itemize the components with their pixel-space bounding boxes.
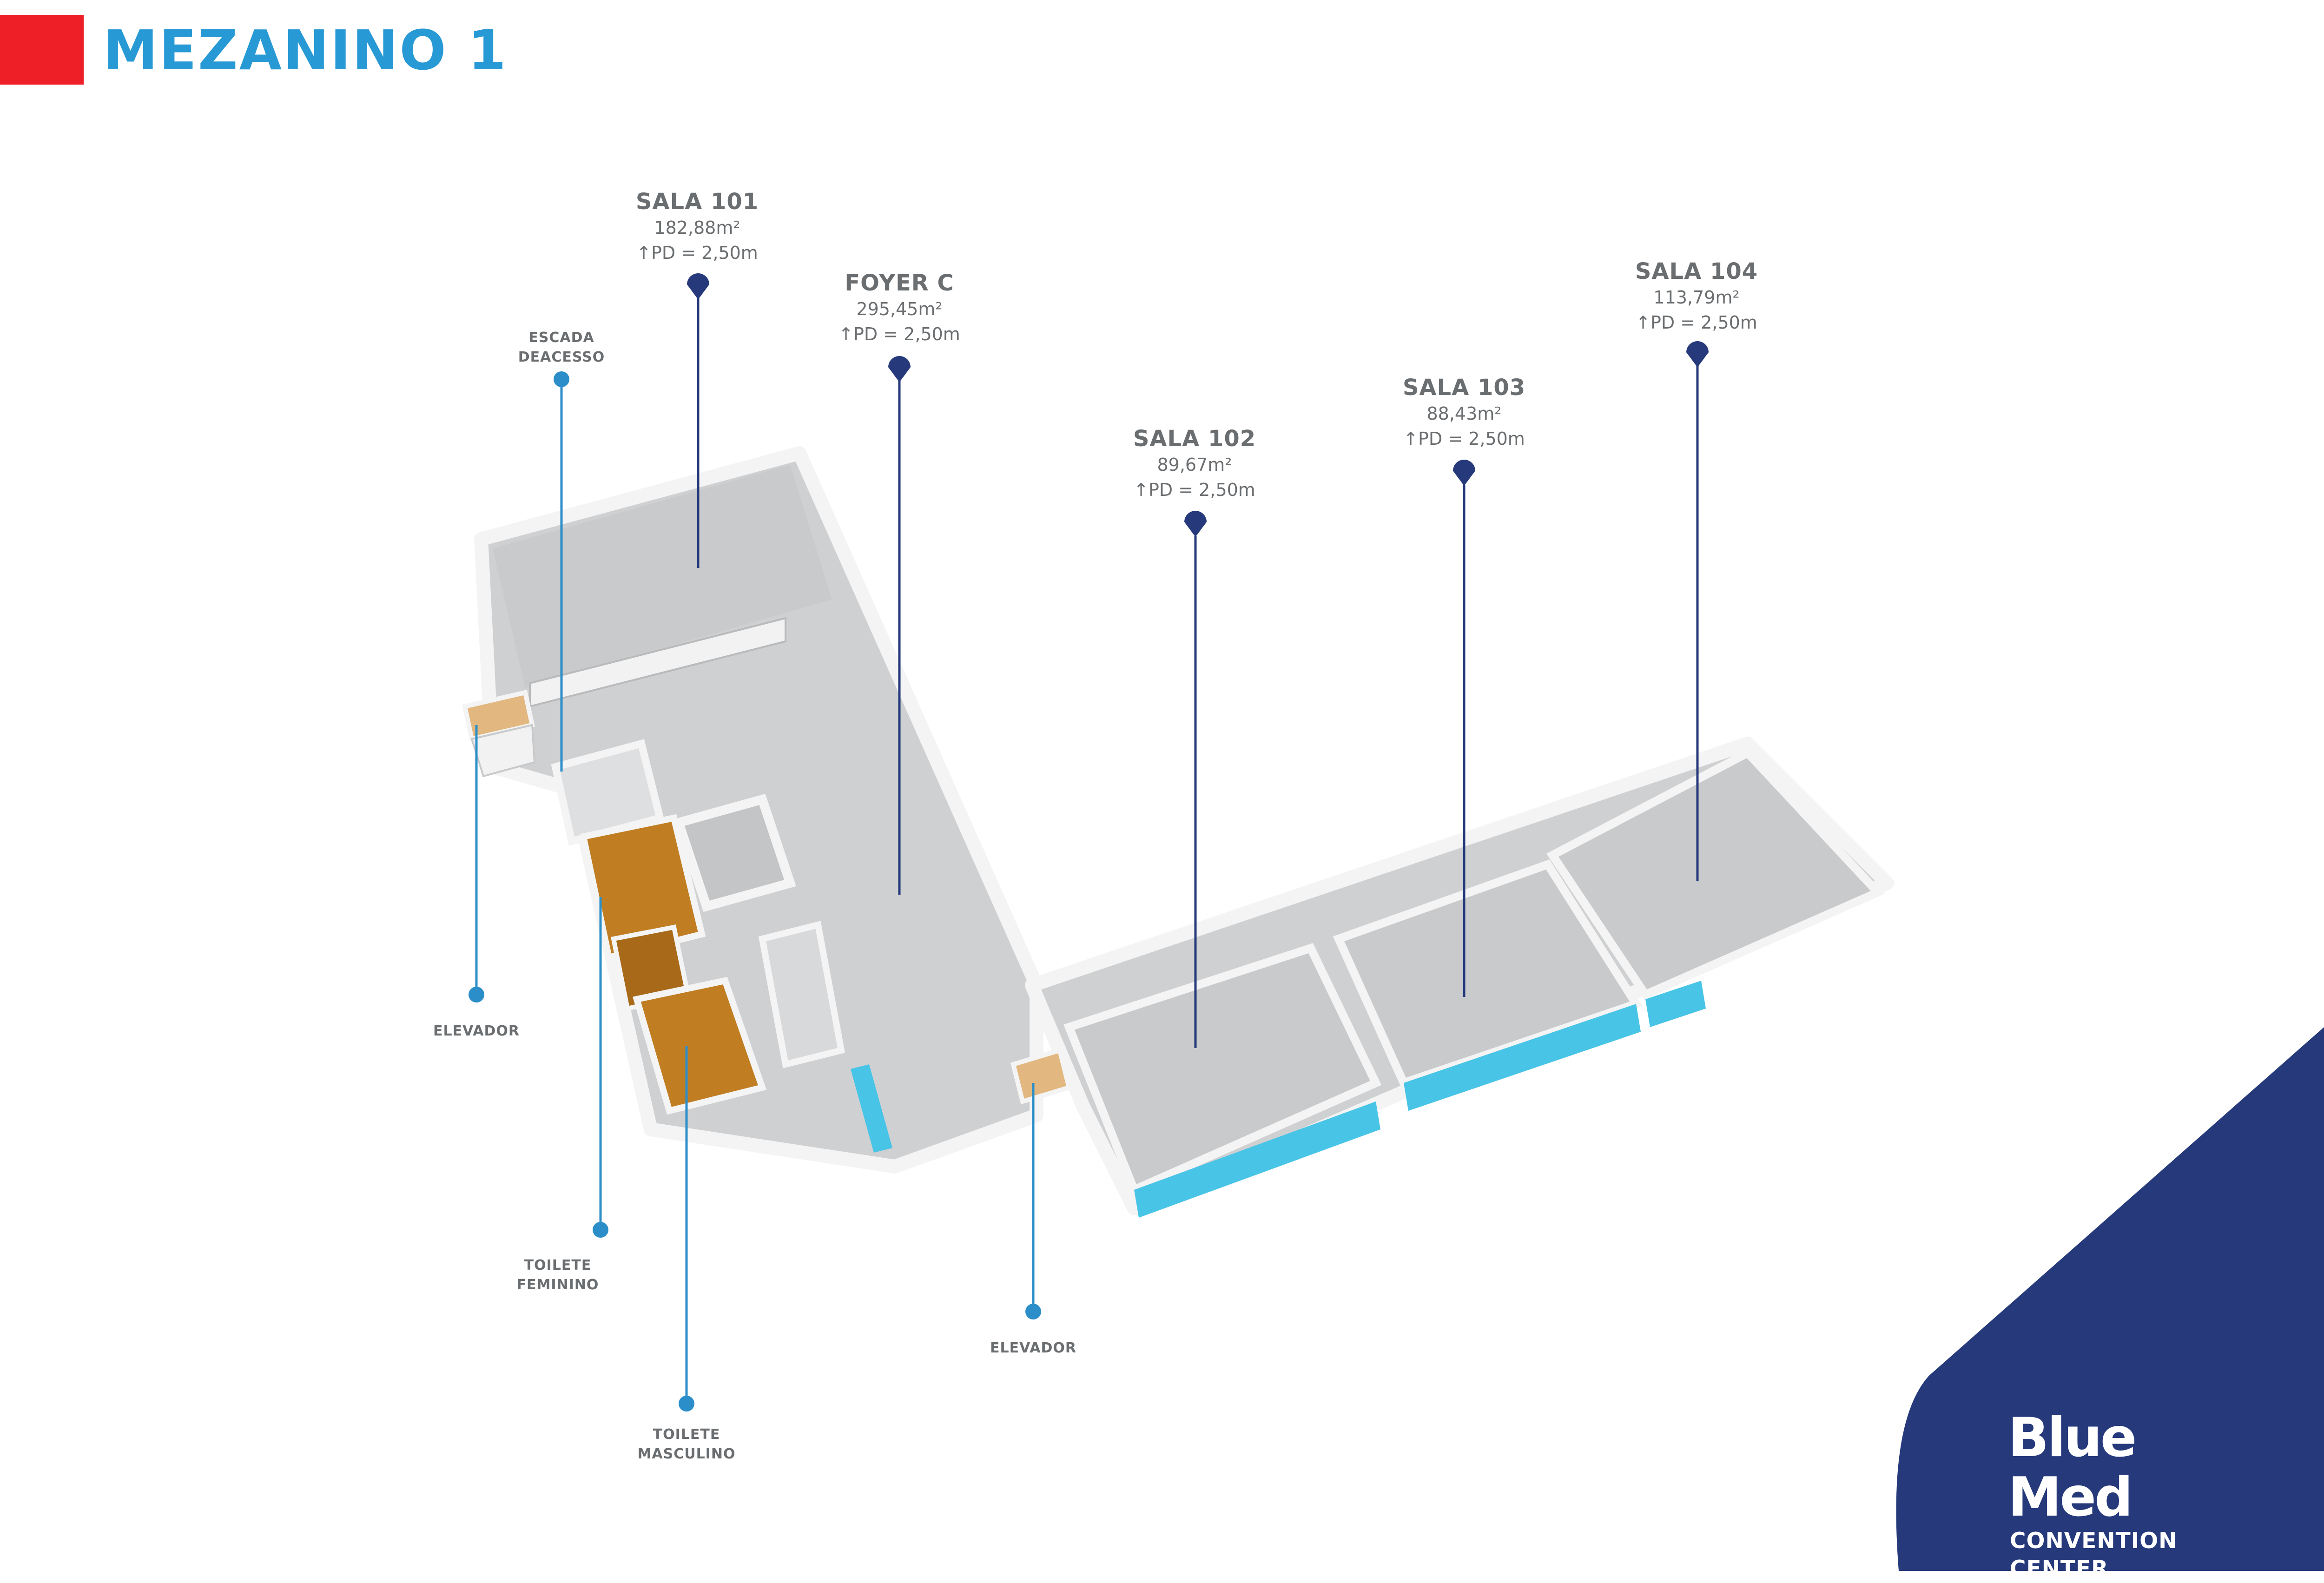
title-accent-bar (0, 15, 84, 85)
page-title: MEZANINO 1 (103, 18, 508, 82)
sala-101-area (493, 465, 832, 688)
label-elevador-left: ELEVADOR (383, 1022, 569, 1041)
marker-dot-toilete-masculino (679, 1396, 694, 1412)
label-line: FEMININO (516, 1277, 599, 1293)
label-line: ESCADA (528, 330, 594, 346)
room-height: ↑PD = 2,50m (838, 324, 960, 344)
room-area: 88,43m² (1426, 403, 1502, 424)
elevator-left-base (470, 724, 536, 778)
brand-corner-shape (1896, 1027, 2324, 1571)
label-toilete-feminino: TOILETE FEMININO (465, 1256, 651, 1295)
building (462, 446, 1894, 1218)
room-name: SALA 104 (1635, 258, 1758, 284)
room-area: 89,67m² (1157, 455, 1232, 475)
glass-sala-104 (1645, 981, 1706, 1027)
room-name: FOYER C (845, 270, 954, 296)
brand-subtitle: CONVENTION CENTER (2010, 1528, 2178, 1582)
glass-sala-103 (1404, 1004, 1641, 1111)
label-toilete-masculino: TOILETE MASCULINO (594, 1425, 779, 1464)
marker-dot-escada-acesso (554, 371, 569, 387)
label-line: ELEVADOR (433, 1023, 520, 1039)
room-area: 113,79m² (1653, 287, 1740, 308)
glass-sala-102 (1134, 1102, 1380, 1218)
room-label-sala-102: SALA 102 89,67m² ↑PD = 2,50m (1064, 425, 1325, 502)
map-pin-foyer-c (888, 356, 911, 383)
room-label-sala-103: SALA 103 88,43m² ↑PD = 2,50m (1334, 374, 1594, 451)
label-elevador-right: ELEVADOR (940, 1339, 1126, 1358)
room-height: ↑PD = 2,50m (1403, 429, 1525, 449)
map-pin-sala-103 (1453, 460, 1475, 486)
elevator-right-box (1010, 1047, 1072, 1105)
marker-dot-elevador-right (1025, 1304, 1041, 1319)
label-line: TOILETE (524, 1257, 592, 1273)
room-area: 182,88m² (654, 218, 740, 238)
sala-102-room (1063, 943, 1382, 1196)
room-label-sala-104: SALA 104 113,79m² ↑PD = 2,50m (1566, 258, 1827, 335)
room-height: ↑PD = 2,50m (1636, 312, 1757, 333)
room-name: SALA 102 (1133, 426, 1256, 452)
sala-104-room (1546, 747, 1885, 1000)
room-height: ↑PD = 2,50m (1134, 480, 1255, 500)
marker-dot-toilete-feminino (593, 1222, 608, 1238)
map-pin-sala-102 (1184, 511, 1207, 537)
wall-101-foyer (529, 617, 786, 708)
brand-logo: Blue Med CONVENTION CENTER (2008, 1408, 2268, 1583)
room-name: SALA 103 (1402, 375, 1526, 401)
map-pin-sala-101 (687, 273, 709, 300)
toilet-male (633, 976, 767, 1115)
label-line: MASCULINO (637, 1446, 736, 1462)
room-label-sala-101: SALA 101 182,88m² ↑PD = 2,50m (567, 188, 827, 265)
service-rooms (758, 921, 845, 1069)
room-label-foyer-c: FOYER C 295,45m² ↑PD = 2,50m (769, 270, 1030, 347)
label-line: TOILETE (653, 1426, 720, 1443)
label-line: DEACESSO (518, 349, 605, 365)
marker-dot-elevador-left (469, 987, 484, 1003)
brand-name: Blue Med (2008, 1406, 2137, 1529)
room-name: SALA 101 (635, 189, 759, 215)
label-line: ELEVADOR (990, 1340, 1076, 1356)
leader-lines (469, 273, 1709, 1412)
foyer-glass (851, 1064, 892, 1153)
storage-room (673, 793, 796, 912)
room-height: ↑PD = 2,50m (636, 243, 758, 263)
room-area: 295,45m² (856, 299, 943, 319)
label-escada-acesso: ESCADA DEACESSO (469, 328, 654, 367)
map-pin-sala-104 (1686, 341, 1709, 368)
